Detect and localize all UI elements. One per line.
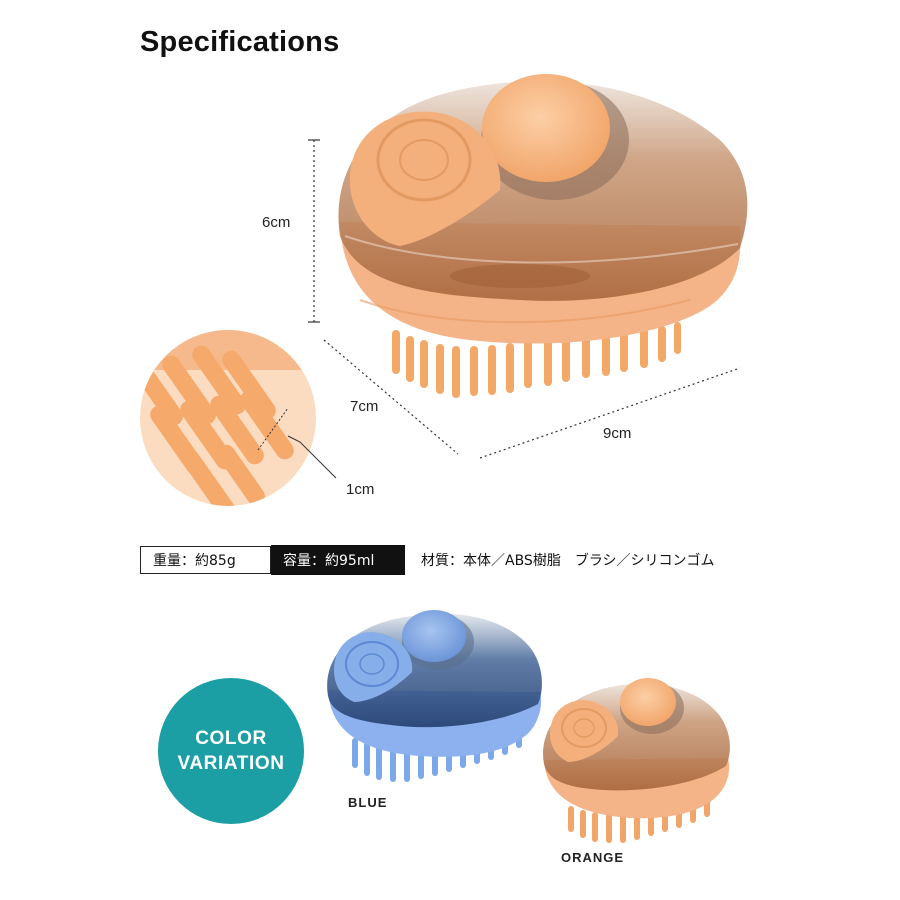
width-dimension-label: 9cm bbox=[603, 425, 632, 442]
page-title: Specifications bbox=[140, 26, 340, 58]
badge-line-2: VARIATION bbox=[177, 753, 285, 774]
blue-brush-image bbox=[327, 610, 542, 782]
color-variation-badge: COLOR VARIATION bbox=[158, 678, 304, 824]
weight-spec: 重量：約85g bbox=[140, 546, 271, 574]
badge-line-1: COLOR bbox=[195, 728, 267, 749]
material-spec: 材質：本体／ABS樹脂 ブラシ／シリコンゴム bbox=[421, 553, 715, 569]
bristles bbox=[392, 322, 681, 398]
capacity-spec: 容量：約95ml bbox=[271, 545, 405, 575]
dimension-lines bbox=[308, 139, 741, 459]
height-dimension-label: 6cm bbox=[262, 214, 291, 231]
bristle-length-label: 1cm bbox=[346, 481, 375, 498]
brush-side-cap bbox=[349, 111, 501, 246]
depth-dimension-label: 7cm bbox=[350, 398, 379, 415]
main-brush-image bbox=[338, 74, 748, 398]
orange-brush-image bbox=[543, 678, 730, 843]
orange-variant-label: ORANGE bbox=[561, 850, 625, 865]
blue-variant-label: BLUE bbox=[348, 795, 388, 810]
bristle-closeup-image bbox=[140, 330, 337, 506]
spec-row: 重量：約85g 容量：約95ml 材質：本体／ABS樹脂 ブラシ／シリコンゴム bbox=[140, 545, 715, 575]
